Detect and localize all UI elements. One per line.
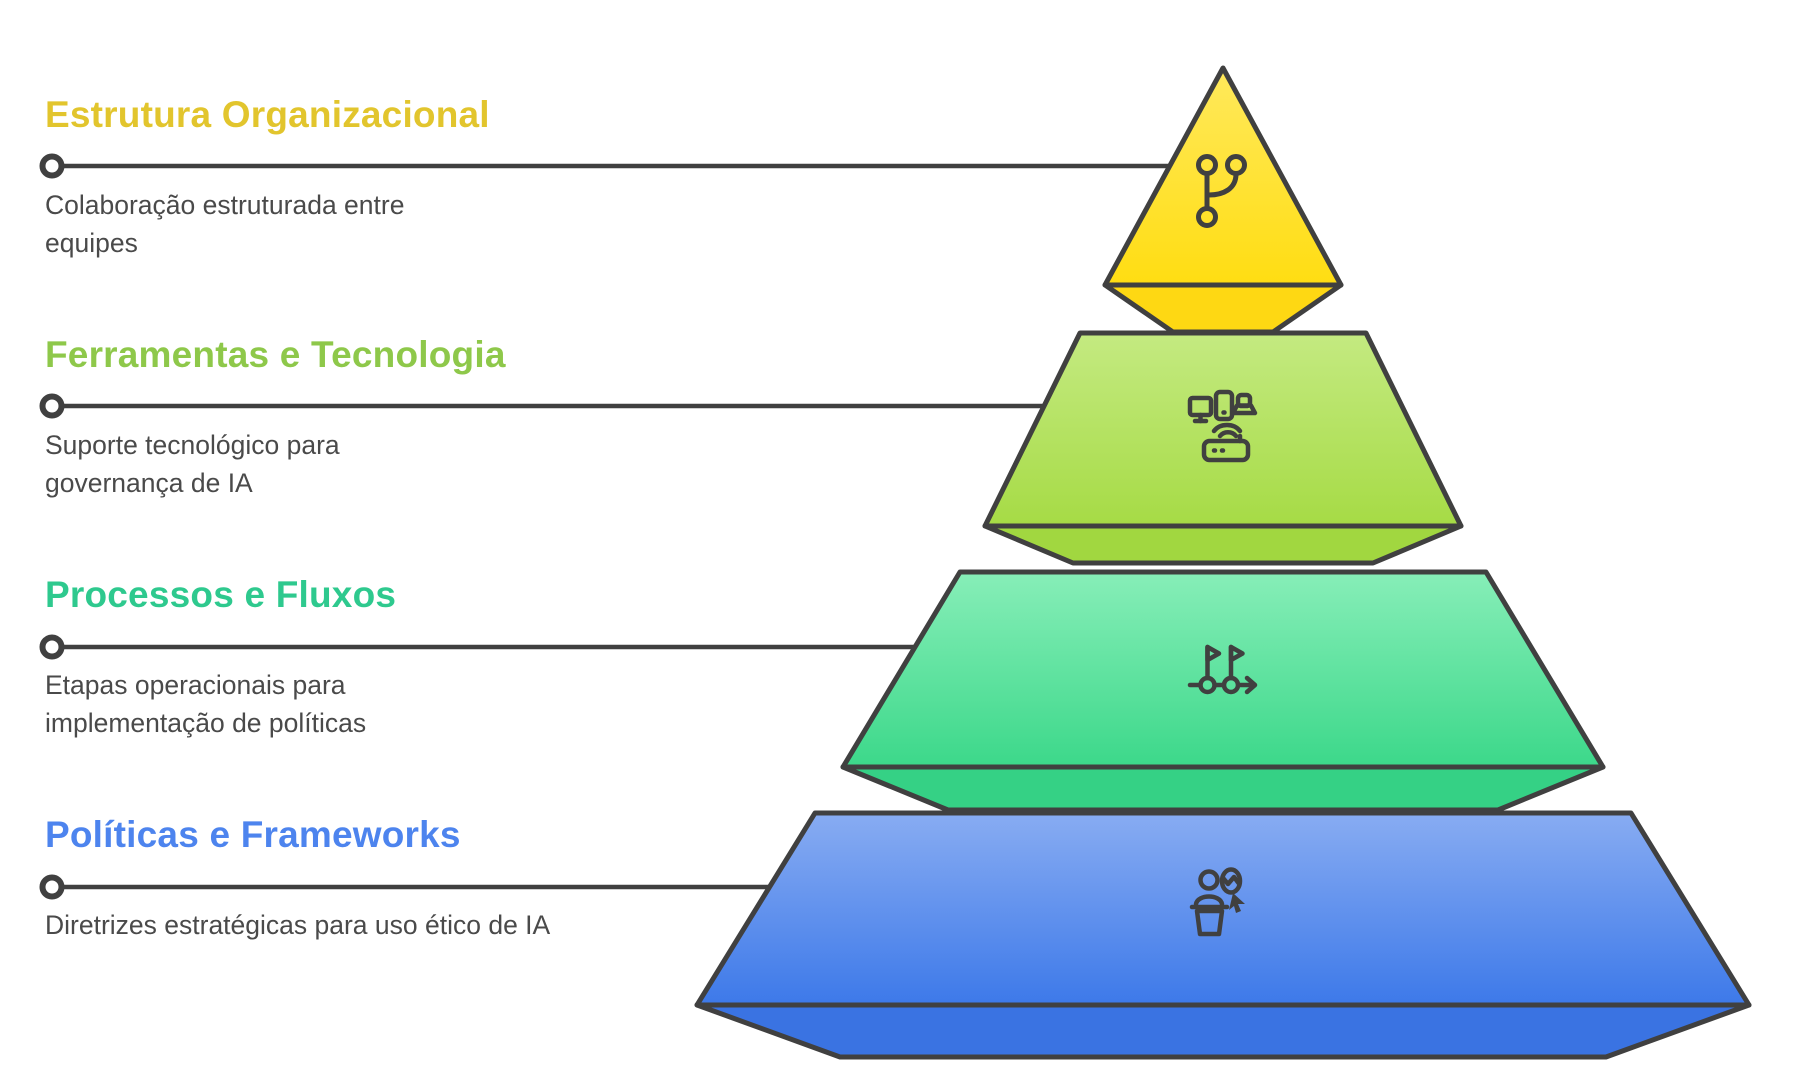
connector-dot-3 bbox=[39, 634, 65, 660]
connector-dot-2 bbox=[39, 393, 65, 419]
connector-dot-1 bbox=[39, 153, 65, 179]
level-1-description: Colaboração estruturada entre equipes bbox=[45, 190, 405, 259]
git-branch-icon bbox=[1196, 154, 1247, 228]
presenter-podium-icon bbox=[1189, 867, 1245, 937]
pyramid-level-1 bbox=[1102, 65, 1344, 335]
level-3-description: Etapas operacionais para implementação d… bbox=[45, 670, 367, 739]
level-2-skirt bbox=[982, 523, 1464, 566]
level-3-title: Processos e Fluxos bbox=[45, 574, 397, 615]
pyramid-level-4 bbox=[694, 810, 1752, 1060]
level-icons bbox=[1187, 154, 1258, 937]
connectors bbox=[39, 153, 1176, 900]
level-1-shape bbox=[1102, 65, 1344, 288]
level-4-description: Diretrizes estratégicas para uso ético d… bbox=[45, 910, 551, 940]
level-1-skirt bbox=[1102, 282, 1344, 335]
level-1-title: Estrutura Organizacional bbox=[45, 94, 490, 135]
devices-network-icon bbox=[1187, 389, 1258, 463]
level-3-skirt bbox=[840, 764, 1606, 813]
pyramid-level-3 bbox=[840, 569, 1606, 813]
cursor-arrow bbox=[1229, 893, 1245, 913]
level-2-shape bbox=[982, 330, 1464, 529]
pyramid-level-2 bbox=[982, 330, 1464, 566]
level-2-description: Suporte tecnológico para governança de I… bbox=[45, 430, 340, 499]
level-4-skirt bbox=[694, 1002, 1752, 1060]
connector-dot-4 bbox=[39, 874, 65, 900]
level-2-title: Ferramentas e Tecnologia bbox=[45, 334, 506, 375]
level-3-shape bbox=[840, 569, 1606, 770]
milestones-flags-icon bbox=[1187, 644, 1258, 695]
level-4-title: Políticas e Frameworks bbox=[45, 814, 461, 855]
